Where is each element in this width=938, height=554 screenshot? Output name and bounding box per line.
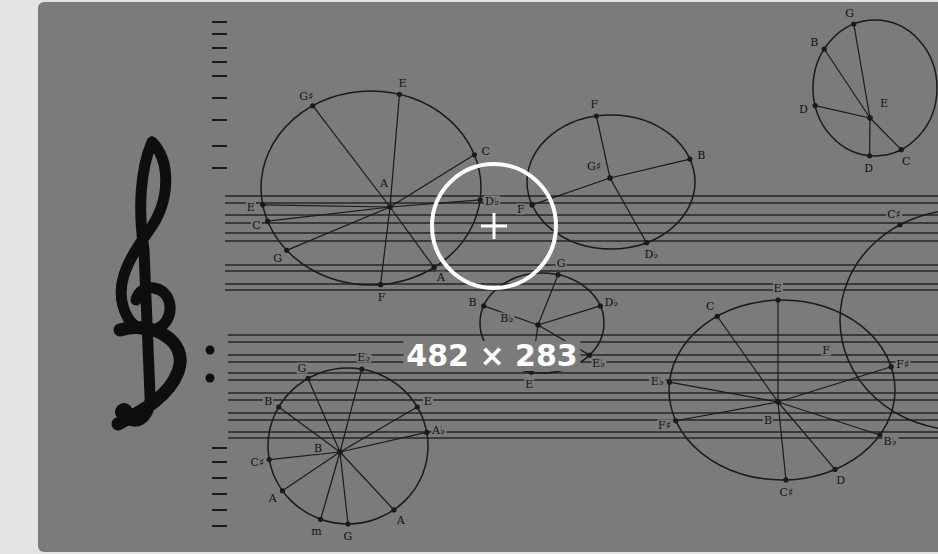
- note-label: F: [590, 99, 600, 110]
- note-label: C: [480, 145, 490, 156]
- note-label: B♭: [883, 436, 898, 447]
- note-label: G: [844, 7, 855, 18]
- note-label: B: [467, 296, 477, 307]
- note-label: A: [268, 492, 278, 503]
- note-label: D: [835, 475, 846, 486]
- note-label: C: [705, 301, 715, 312]
- note-label: E: [773, 283, 783, 294]
- note-label: A: [436, 272, 446, 283]
- note-label: F: [821, 345, 831, 356]
- note-label: B: [313, 443, 323, 454]
- note-label: D♭: [644, 248, 660, 259]
- image-panel: [38, 2, 938, 552]
- note-label: D: [863, 162, 874, 173]
- note-label: D: [798, 103, 809, 114]
- note-label: B: [763, 415, 773, 426]
- note-label: E: [879, 98, 889, 109]
- note-label: m: [310, 525, 322, 536]
- note-label: C♯: [886, 209, 902, 220]
- note-label: A: [379, 178, 389, 189]
- note-label: C: [251, 220, 261, 231]
- cursor-ring: [432, 164, 556, 288]
- note-label: G♯: [298, 90, 314, 101]
- note-label: B: [696, 149, 706, 160]
- note-label: A♭: [431, 425, 446, 436]
- note-label: C: [901, 155, 911, 166]
- note-label: F: [516, 204, 526, 215]
- ledger-ticks: [212, 22, 227, 526]
- note-label: F♯: [657, 419, 672, 430]
- note-label: B: [263, 396, 273, 407]
- note-label: E: [398, 77, 408, 88]
- note-label: G♯: [586, 161, 602, 172]
- note-label: B: [809, 37, 819, 48]
- note-label: D♭: [484, 196, 500, 207]
- note-label: E♭: [356, 352, 371, 363]
- note-label: E♭: [591, 357, 606, 368]
- note-label: D♭: [604, 296, 620, 307]
- note-label: G: [297, 363, 308, 374]
- note-label: G: [272, 253, 283, 264]
- chord-circles: [260, 20, 938, 527]
- note-label: G: [343, 531, 354, 542]
- note-label: C♯: [778, 486, 794, 497]
- note-label: F♯: [895, 358, 910, 369]
- note-label: E: [524, 379, 534, 390]
- note-label: A: [396, 514, 406, 525]
- note-label: E: [246, 201, 256, 212]
- staff-lines: [225, 196, 938, 438]
- note-label: G: [556, 258, 567, 269]
- note-label: E: [423, 396, 433, 407]
- note-label: F: [377, 291, 387, 302]
- dimension-readout: 482 × 283: [403, 341, 580, 371]
- note-label: B♭: [499, 313, 514, 324]
- note-label: C♯: [250, 456, 266, 467]
- clef-symbol: [115, 142, 215, 424]
- note-label: E♭: [650, 376, 665, 387]
